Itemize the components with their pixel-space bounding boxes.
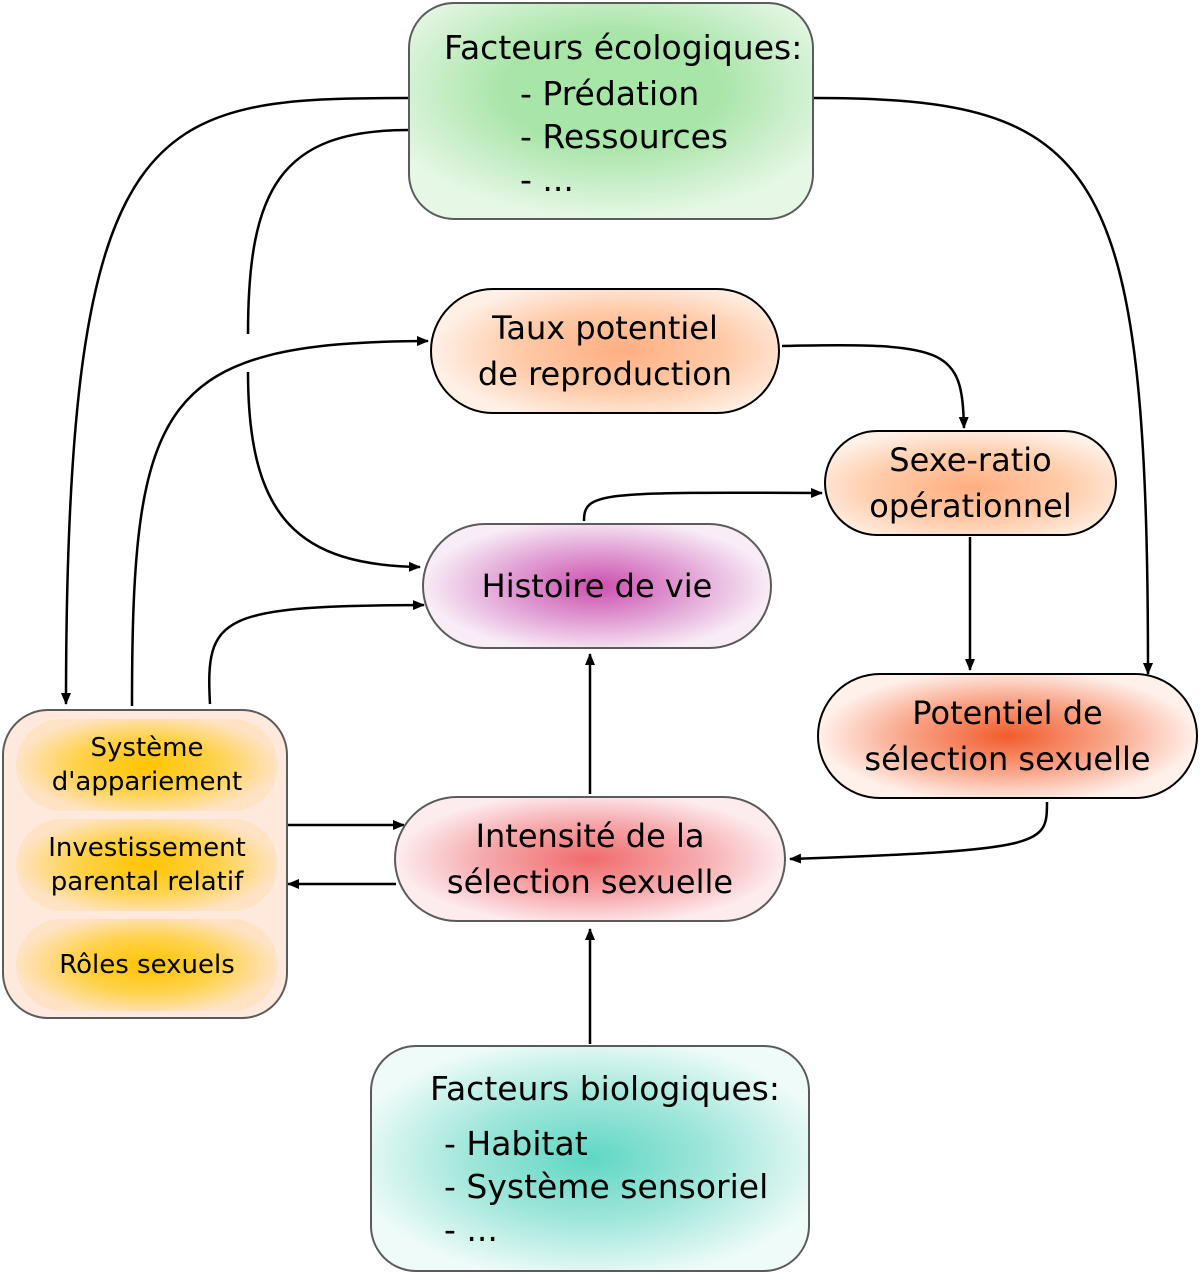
sex-ratio-line2: opérationnel (869, 487, 1072, 525)
selection-intensity-line1: Intensité de la (475, 817, 705, 855)
parental-investment-line2: parental relatif (50, 867, 244, 897)
parental-investment-line1: Investissement (48, 833, 246, 863)
selection-intensity-node: Intensité de la sélection sexuelle (394, 796, 786, 922)
sex-roles-label: Rôles sexuels (59, 950, 235, 980)
arrow-life-history-to-sex-ratio (582, 487, 823, 522)
arrow-selection-potential-to-intensity (789, 801, 1049, 864)
arrow-reproduction-rate-to-sex-ratio (781, 343, 969, 429)
arrow-ecological-to-group (61, 96, 409, 705)
mating-system-line2: d'appariement (51, 767, 243, 797)
mating-traits-group: Système d'appariement Investissement par… (2, 709, 288, 1019)
biological-factors-box: Facteurs biologiques: - Habitat - Systèm… (370, 1045, 810, 1272)
reproduction-rate-node: Taux potentiel de reproduction (430, 288, 780, 414)
biological-item-more: - ... (444, 1210, 498, 1249)
biological-item-sensory-system: - Système sensoriel (444, 1167, 769, 1206)
ecological-factors-title: Facteurs écologiques: (444, 28, 803, 67)
reproduction-rate-line2: de reproduction (477, 355, 733, 393)
sex-ratio-line1: Sexe-ratio (889, 441, 1052, 479)
arrow-group-to-reproduction-rate (130, 336, 429, 707)
ecological-item-predation: - Prédation (520, 74, 700, 113)
life-history-label: Histoire de vie (481, 567, 713, 605)
parental-investment-pill: Investissement parental relatif (16, 819, 278, 911)
mating-system-line1: Système (90, 733, 204, 763)
arrow-ecological-to-life-history (246, 128, 420, 567)
biological-factors-title: Facteurs biologiques: (430, 1069, 780, 1108)
life-history-node: Histoire de vie (422, 523, 772, 649)
mating-system-pill: Système d'appariement (16, 719, 278, 811)
biological-item-habitat: - Habitat (444, 1124, 588, 1163)
selection-intensity-line2: sélection sexuelle (446, 863, 734, 901)
arrow-group-to-life-history (208, 600, 425, 705)
ecological-factors-box: Facteurs écologiques: - Prédation - Ress… (408, 2, 814, 220)
arrow-ecological-to-selection-potential (813, 96, 1153, 675)
selection-potential-line2: sélection sexuelle (864, 740, 1151, 778)
selection-potential-node: Potentiel de sélection sexuelle (817, 673, 1198, 799)
ecological-item-more: - ... (520, 160, 574, 199)
sex-ratio-node: Sexe-ratio opérationnel (824, 430, 1117, 536)
reproduction-rate-line1: Taux potentiel (492, 309, 718, 347)
ecological-item-resources: - Ressources (520, 117, 729, 156)
sex-roles-pill: Rôles sexuels (16, 919, 278, 1011)
selection-potential-line1: Potentiel de (912, 694, 1103, 732)
